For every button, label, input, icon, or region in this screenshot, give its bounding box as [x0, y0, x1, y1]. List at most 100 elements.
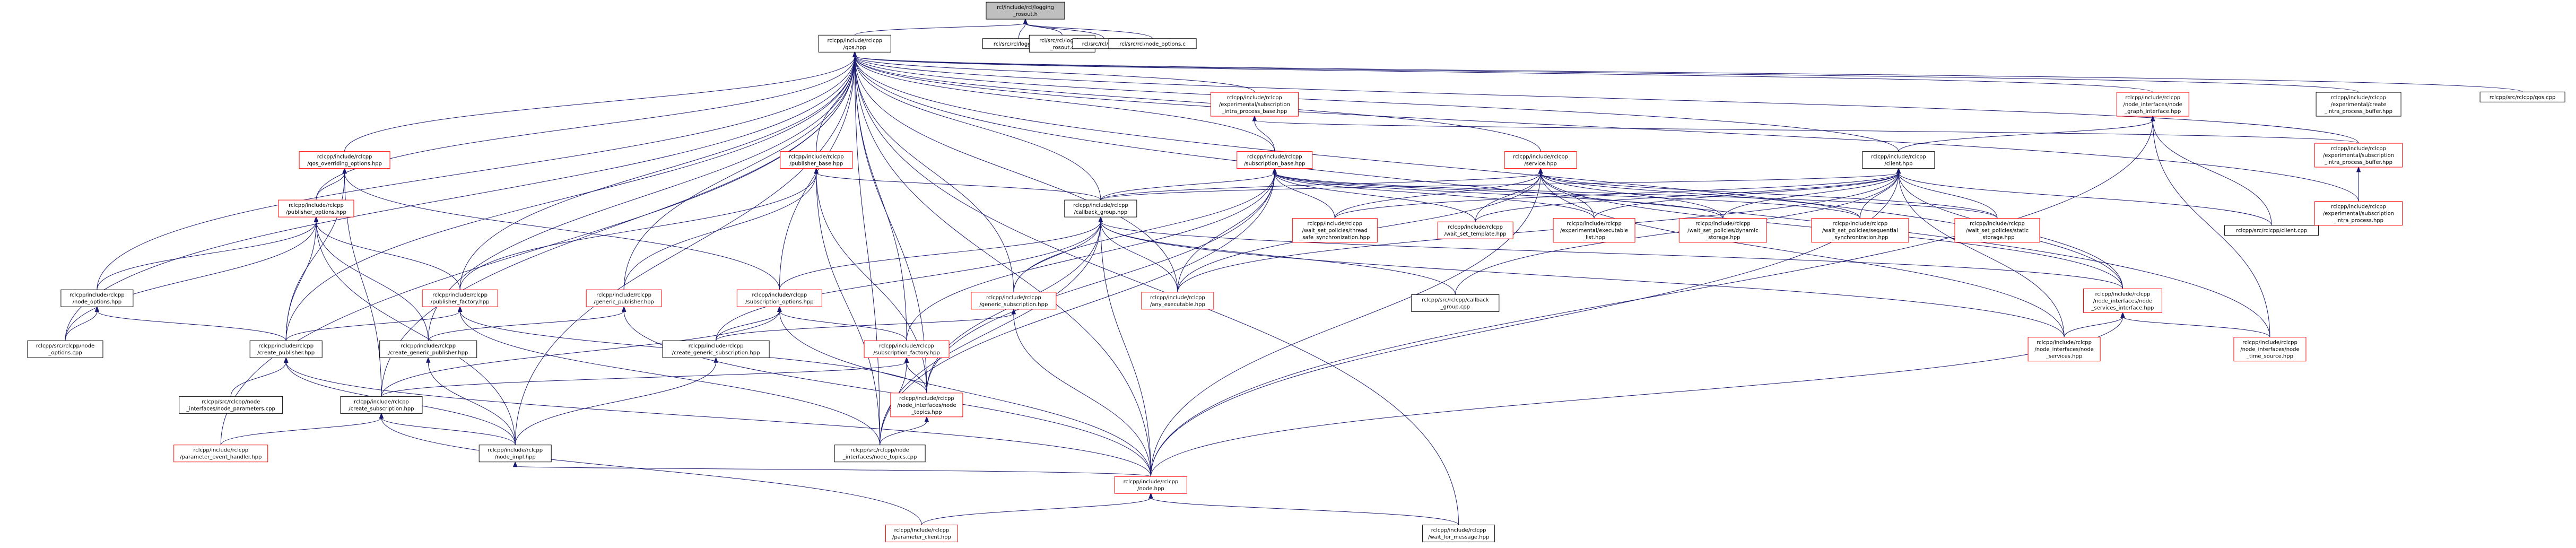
- graph-node-parameter-client[interactable]: rclcpp/include/rclcpp/parameter_client.h…: [885, 525, 958, 543]
- graph-node-ni-time-source[interactable]: rclcpp/include/rclcpp/node_interfaces/no…: [2233, 337, 2307, 362]
- graph-node-ni-graph-interface[interactable]: rclcpp/include/rclcpp/node_interfaces/no…: [2116, 92, 2189, 117]
- edge-line: [1100, 221, 1456, 295]
- edge-line: [854, 56, 1151, 477]
- graph-node-subscription-base[interactable]: rclcpp/include/rclcpp/subscription_base.…: [1237, 151, 1313, 169]
- edge-line: [716, 311, 780, 341]
- graph-edge: [777, 306, 1151, 477]
- node-label-line: rclcpp/include/rclcpp: [1567, 221, 1622, 227]
- graph-node-ws-static-storage[interactable]: rclcpp/include/rclcpp/wait_set_policies/…: [1954, 218, 2040, 243]
- graph-node-callback-group-cpp[interactable]: rclcpp/src/rclcpp/callback_group.cpp: [1411, 294, 1500, 312]
- graph-node-rcl-node-options-c[interactable]: rcl/src/rcl/node_options.c: [1108, 38, 1197, 49]
- edge-line: [854, 56, 1275, 152]
- node-label-line: rcl/include/rcl/logging: [997, 5, 1054, 11]
- graph-node-qos-cpp[interactable]: rclcpp/src/rclcpp/qos.cpp: [2479, 91, 2565, 102]
- edge-line: [1475, 172, 1899, 222]
- edge-line: [515, 56, 855, 445]
- graph-edge: [1100, 168, 1901, 201]
- edge-arrowhead: [457, 306, 463, 312]
- edge-line: [97, 56, 855, 290]
- node-label-line: _rosout.h: [1013, 12, 1038, 18]
- node-label-line: rclcpp/include/rclcpp: [789, 154, 844, 160]
- edge-line: [381, 417, 516, 445]
- graph-node-ws-sequential[interactable]: rclcpp/include/rclcpp/wait_set_policies/…: [1811, 218, 1909, 243]
- graph-node-exp-sub-intra[interactable]: rclcpp/include/rclcpp/experimental/subsc…: [2314, 201, 2403, 226]
- graph-node-ws-thread-safe[interactable]: rclcpp/include/rclcpp/wait_set_policies/…: [1292, 218, 1378, 243]
- graph-edge: [852, 51, 2270, 337]
- graph-node-wait-for-message[interactable]: rclcpp/include/rclcpp/wait_for_message.h…: [1422, 525, 1495, 543]
- edge-arrowhead: [814, 168, 819, 174]
- graph-edge: [1148, 492, 1459, 525]
- edge-arrowhead: [379, 412, 384, 419]
- edge-arrowhead: [2356, 166, 2361, 172]
- graph-node-service-hpp[interactable]: rclcpp/include/rclcpp/service.hpp: [1504, 151, 1577, 169]
- graph-node-any-executable[interactable]: rclcpp/include/rclcpp/any_executable.hpp: [1141, 292, 1214, 310]
- edge-line: [854, 56, 1255, 93]
- graph-node-wait-set-template[interactable]: rclcpp/include/rclcpp/wait_set_template.…: [1437, 221, 1513, 239]
- graph-node-generic-subscription[interactable]: rclcpp/include/rclcpp/generic_subscripti…: [971, 292, 1057, 310]
- node-label-line: rclcpp/include/rclcpp: [986, 295, 1041, 301]
- graph-node-create-subscription[interactable]: rclcpp/include/rclcpp/create_subscriptio…: [340, 396, 423, 414]
- edge-line: [459, 172, 817, 290]
- graph-node-node-topics-cpp[interactable]: rclcpp/src/rclcpp/node_interfaces/node_t…: [834, 445, 926, 463]
- edge-line: [1177, 172, 1899, 292]
- graph-node-node-options-cpp[interactable]: rclcpp/src/rclcpp/node_options.cpp: [27, 340, 103, 358]
- graph-node-exp-sub-ipb[interactable]: rclcpp/include/rclcpp/experimental/subsc…: [2314, 143, 2403, 168]
- graph-edge: [852, 51, 2523, 92]
- graph-node-exp-create-ipb[interactable]: rclcpp/include/rclcpp/experimental/creat…: [2316, 92, 2401, 117]
- edge-arrowhead: [283, 356, 289, 363]
- graph-node-client-cpp[interactable]: rclcpp/src/rclcpp/client.cpp: [2224, 225, 2319, 236]
- graph-node-ws-dynamic-storage[interactable]: rclcpp/include/rclcpp/wait_set_policies/…: [1678, 218, 1767, 243]
- graph-node-param-event-handler[interactable]: rclcpp/include/rclcpp/parameter_event_ha…: [173, 445, 268, 463]
- node-box: [1678, 218, 1767, 243]
- graph-node-generic-publisher[interactable]: rclcpp/include/rclcpp/generic_publisher.…: [586, 289, 662, 307]
- edge-line: [854, 56, 2359, 202]
- graph-node-ni-node-topics[interactable]: rclcpp/include/rclcpp/node_interfaces/no…: [890, 393, 963, 417]
- graph-node-publisher-base[interactable]: rclcpp/include/rclcpp/publisher_base.hpp: [780, 151, 853, 169]
- node-label-line: /parameter_client.hpp: [892, 535, 951, 541]
- graph-node-exp-executable-list[interactable]: rclcpp/include/rclcpp/experimental/execu…: [1553, 218, 1635, 243]
- graph-node-ni-services-interface[interactable]: rclcpp/include/rclcpp/node_interfaces/no…: [2083, 288, 2162, 313]
- graph-node-callback-group[interactable]: rclcpp/include/rclcpp/callback_group.hpp: [1064, 199, 1137, 218]
- graph-edge: [880, 168, 1277, 445]
- graph-node-rclcpp-macros[interactable]: rclcpp/include/rclcpp/qos.hpp: [818, 34, 891, 53]
- node-label-line: _intra_process_base.hpp: [1222, 109, 1287, 115]
- graph-edge: [342, 168, 780, 290]
- graph-node-qos-overriding[interactable]: rclcpp/include/rclcpp/qos_overriding_opt…: [299, 151, 390, 169]
- node-label-line: /qos_overriding_options.hpp: [307, 161, 382, 167]
- edge-line: [1150, 120, 2153, 477]
- node-label-line: rclcpp/include/rclcpp: [2242, 340, 2297, 346]
- graph-node-client-hpp[interactable]: rclcpp/include/rclcpp/client.hpp: [1862, 151, 1935, 169]
- graph-node-node-params-cpp[interactable]: rclcpp/src/rclcpp/node_interfaces/node_p…: [179, 396, 283, 414]
- node-box: [1553, 218, 1635, 243]
- edge-line: [716, 221, 1101, 341]
- node-box: [1141, 292, 1214, 310]
- edge-line: [1334, 172, 1899, 219]
- edge-line: [1100, 172, 1899, 201]
- node-box: [1237, 151, 1313, 169]
- edge-line: [220, 417, 382, 445]
- node-label-line: /node_interfaces/node: [2034, 347, 2093, 353]
- graph-node-create-generic-publisher[interactable]: rclcpp/include/rclcpp/create_generic_pub…: [379, 340, 477, 358]
- graph-node-ni-node-services[interactable]: rclcpp/include/rclcpp/node_interfaces/no…: [2027, 337, 2101, 362]
- edge-line: [316, 172, 345, 201]
- graph-node-subscription-options[interactable]: rclcpp/include/rclcpp/subscription_optio…: [736, 289, 822, 307]
- graph-node-publisher-options[interactable]: rclcpp/include/rclcpp/publisher_options.…: [278, 199, 354, 218]
- graph-node-create-publisher[interactable]: rclcpp/include/rclcpp/create_publisher.h…: [249, 340, 323, 358]
- node-label-line: rclcpp/include/rclcpp: [894, 528, 950, 534]
- node-box: [2224, 225, 2319, 236]
- graph-node-node-options[interactable]: rclcpp/include/rclcpp/node_options.hpp: [60, 289, 134, 307]
- graph-node-exp-sub-intra-base[interactable]: rclcpp/include/rclcpp/experimental/subsc…: [1210, 92, 1299, 117]
- node-box: [422, 289, 498, 307]
- graph-node-root[interactable]: rcl/include/rcl/logging_rosout.h: [986, 2, 1065, 20]
- graph-node-publisher-factory[interactable]: rclcpp/include/rclcpp/publisher_factory.…: [422, 289, 498, 307]
- graph-node-subscription-factory[interactable]: rclcpp/include/rclcpp/subscription_facto…: [864, 340, 950, 358]
- graph-edge: [65, 306, 100, 341]
- graph-node-create-generic-subscription[interactable]: rclcpp/include/rclcpp/create_generic_sub…: [662, 340, 770, 358]
- graph-node-node-impl[interactable]: rclcpp/include/rclcpp/node_impl.hpp: [478, 445, 552, 463]
- graph-node-node-hpp[interactable]: rclcpp/include/rclcpp/node.hpp: [1114, 476, 1187, 494]
- edge-line: [854, 56, 2270, 337]
- graph-edge: [2120, 311, 2270, 337]
- edge-line: [1150, 172, 1541, 477]
- graph-edge: [428, 306, 626, 341]
- edge-line: [1898, 172, 1998, 219]
